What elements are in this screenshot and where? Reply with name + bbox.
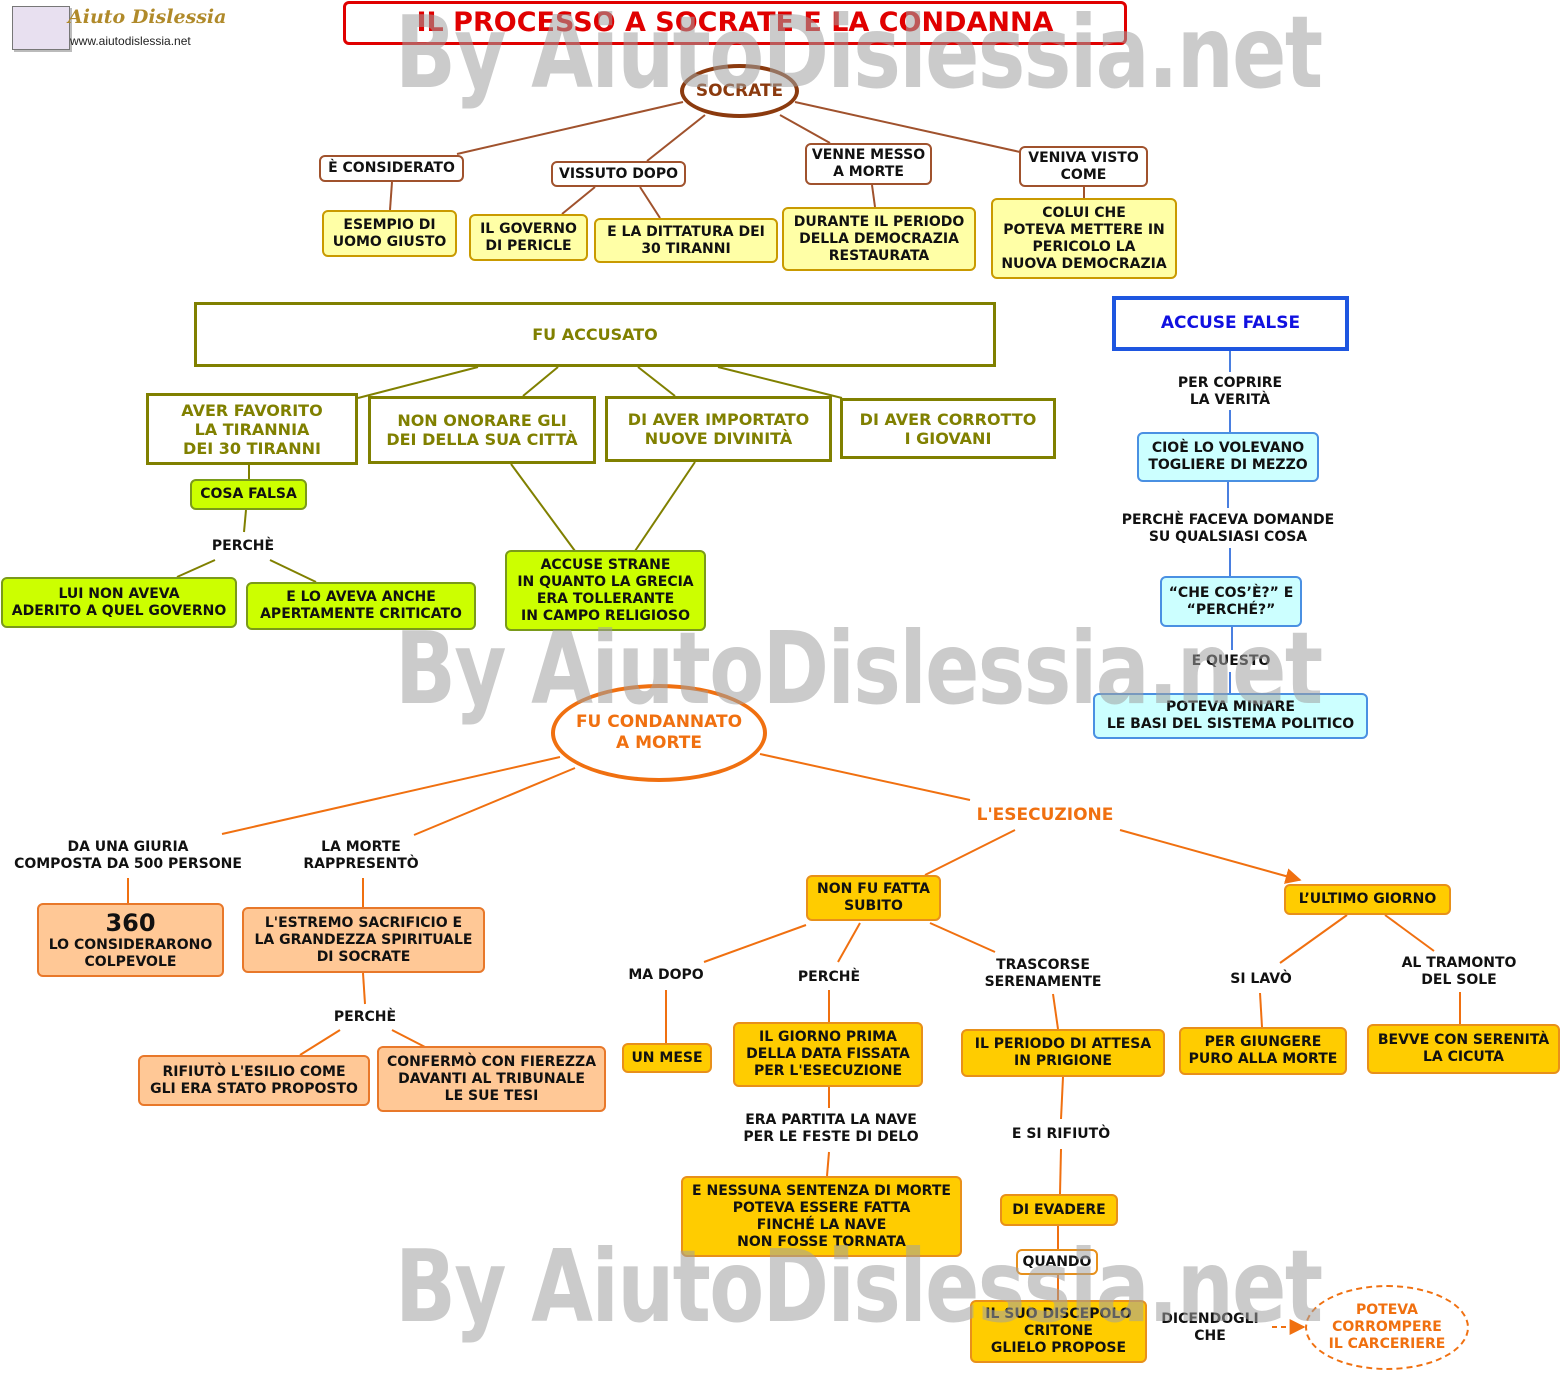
perche-label-accusato: PERCHÈ: [200, 534, 286, 558]
logo-name: Aiuto Dislessia: [68, 6, 227, 28]
label-perche-esecuzione: PERCHÈ: [786, 966, 872, 988]
charge-divinita: DI AVER IMPORTATO NUOVE DIVINITÀ: [605, 396, 832, 462]
label-si-lavo: SI LAVÒ: [1222, 968, 1300, 990]
node-quando: QUANDO: [1016, 1249, 1098, 1275]
node-un-mese: UN MESE: [622, 1043, 712, 1073]
leaf-democrazia: DURANTE IL PERIODO DELLA DEMOCRAZIA REST…: [782, 207, 976, 271]
label-giuria: DA UNA GIURIA COMPOSTA DA 500 PERSONE: [8, 836, 248, 876]
logo[interactable]: Aiuto Dislessia www.aiutodislessia.net: [8, 4, 226, 52]
logo-url: www.aiutodislessia.net: [70, 34, 191, 48]
accusato-header: FU ACCUSATO: [194, 302, 996, 367]
label-domande: PERCHÈ FACEVA DOMANDE SU QUALSIASI COSA: [1110, 510, 1346, 548]
branch-visto-come: VENIVA VISTO COME: [1019, 146, 1148, 187]
branch-vissuto-dopo: VISSUTO DOPO: [551, 161, 686, 187]
label-e-questo: E QUESTO: [1180, 650, 1282, 672]
node-ultimo-giorno: L’ULTIMO GIORNO: [1284, 884, 1451, 915]
label-trascorse: TRASCORSE SERENAMENTE: [975, 955, 1111, 993]
leaf-non-aderito: LUI NON AVEVA ADERITO A QUEL GOVERNO: [1, 577, 237, 628]
node-estremo-sacrificio: L'ESTREMO SACRIFICIO E LA GRANDEZZA SPIR…: [242, 907, 485, 973]
votes-number: 360: [105, 909, 156, 937]
charge-giovani: DI AVER CORROTTO I GIOVANI: [840, 398, 1056, 459]
node-confermo: CONFERMÒ CON FIEREZZA DAVANTI AL TRIBUNA…: [377, 1046, 606, 1112]
node-360-votes: 360 LO CONSIDERARONO COLPEVOLE: [37, 903, 224, 977]
socrate-center-node: SOCRATE: [680, 64, 799, 118]
label-coprire: PER COPRIRE LA VERITÀ: [1160, 373, 1300, 410]
node-togliere: CIOÈ LO VOLEVANO TOGLIERE DI MEZZO: [1137, 432, 1319, 482]
label-rifiuto: E SI RIFIUTÒ: [998, 1122, 1124, 1146]
page-title: IL PROCESSO A SOCRATE E LA CONDANNA: [343, 1, 1127, 45]
cosa-falsa-node: COSA FALSA: [190, 479, 307, 510]
branch-considerato: È CONSIDERATO: [319, 155, 464, 182]
leaf-pericle: IL GOVERNO DI PERICLE: [469, 214, 588, 261]
leaf-accuse-strane: ACCUSE STRANE IN QUANTO LA GRECIA ERA TO…: [505, 550, 706, 631]
label-nave: ERA PARTITA LA NAVE PER LE FESTE DI DELO: [728, 1110, 934, 1148]
logo-book-icon: [12, 6, 70, 50]
node-esilio: RIFIUTÒ L'ESILIO COME GLI ERA STATO PROP…: [138, 1055, 370, 1106]
accuse-false-header: ACCUSE FALSE: [1112, 296, 1349, 351]
esecuzione-header: L'ESECUZIONE: [960, 801, 1130, 829]
charge-tirannia: AVER FAVORITO LA TIRANNIA DEI 30 TIRANNI: [146, 393, 358, 465]
node-sentenza: E NESSUNA SENTENZA DI MORTE POTEVA ESSER…: [681, 1176, 962, 1257]
leaf-trenta-tiranni: E LA DITTATURA DEI 30 TIRANNI: [594, 218, 778, 263]
leaf-criticato: E LO AVEVA ANCHE APERTAMENTE CRITICATO: [246, 582, 476, 630]
node-che-cose: “CHE COS’È?” E “PERCHÉ?”: [1160, 576, 1302, 627]
branch-messo-morte: VENNE MESSO A MORTE: [805, 143, 932, 185]
label-tramonto: AL TRAMONTO DEL SOLE: [1390, 953, 1528, 991]
charge-dei: NON ONORARE GLI DEI DELLA SUA CITTÀ: [368, 396, 596, 464]
node-giorno-prima: IL GIORNO PRIMA DELLA DATA FISSATA PER L…: [733, 1022, 923, 1087]
node-corrompere: POTEVA CORROMPERE IL CARCERIERE: [1305, 1285, 1469, 1370]
label-perche-condanna: PERCHÈ: [320, 1005, 410, 1029]
leaf-esempio: ESEMPIO DI UOMO GIUSTO: [322, 210, 457, 257]
label-ma-dopo: MA DOPO: [618, 964, 714, 986]
votes-text: LO CONSIDERARONO COLPEVOLE: [48, 937, 213, 970]
node-puro: PER GIUNGERE PURO ALLA MORTE: [1179, 1027, 1347, 1075]
condanna-center-node: FU CONDANNATO A MORTE: [551, 684, 767, 782]
node-evadere: DI EVADERE: [1000, 1194, 1118, 1226]
node-minare: POTEVA MINARE LE BASI DEL SISTEMA POLITI…: [1093, 693, 1368, 739]
node-attesa-prigione: IL PERIODO DI ATTESA IN PRIGIONE: [961, 1029, 1165, 1077]
node-critone: IL SUO DISCEPOLO CRITONE GLIELO PROPOSE: [970, 1300, 1147, 1363]
node-non-subito: NON FU FATTA SUBITO: [806, 875, 941, 921]
node-cicuta: BEVVE CON SERENITÀ LA CICUTA: [1367, 1024, 1560, 1074]
label-dicendogli: DICENDOGLI CHE: [1154, 1309, 1266, 1347]
label-rappresento: LA MORTE RAPPRESENTÒ: [290, 836, 432, 876]
leaf-colui-che: COLUI CHE POTEVA METTERE IN PERICOLO LA …: [991, 198, 1177, 279]
